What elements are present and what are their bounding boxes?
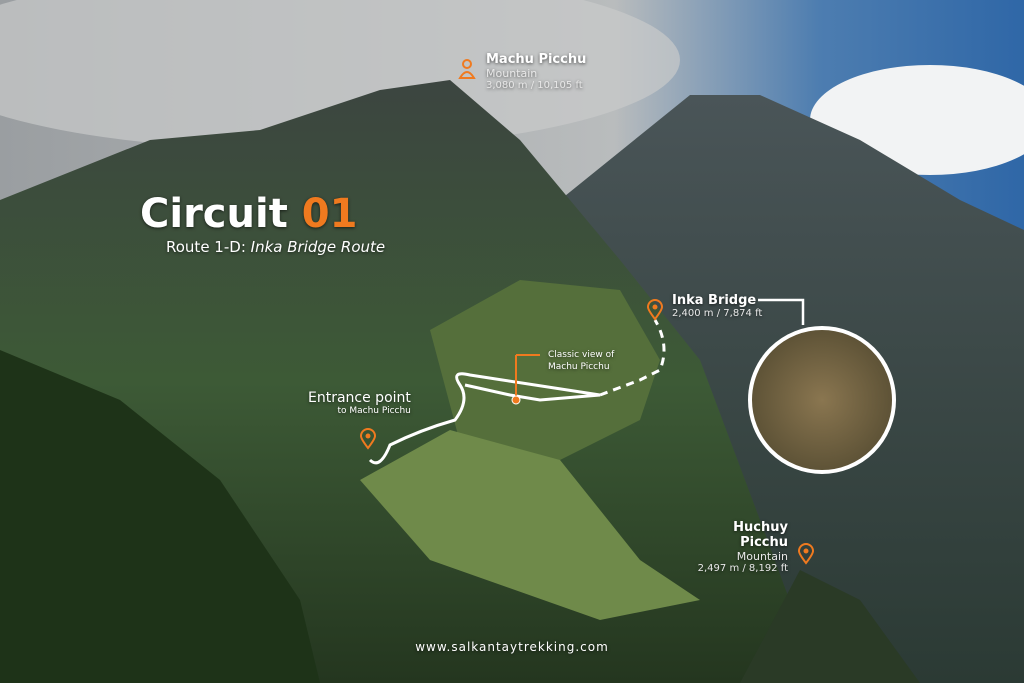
landmark-name: Inka Bridge xyxy=(672,293,757,308)
entrance-sub: to Machu Picchu xyxy=(337,406,411,416)
location-pin-icon xyxy=(797,543,815,565)
entrance-label: Entrance point to Machu Picchu xyxy=(308,390,411,416)
route-name: Inka Bridge Route xyxy=(250,238,386,256)
classic-view-line1: Classic view of xyxy=(548,350,615,360)
classic-view-line2: Machu Picchu xyxy=(548,362,610,372)
website-link[interactable]: www.salkantaytrekking.com xyxy=(415,640,609,654)
location-pin-icon xyxy=(359,428,377,450)
landmark-altitude: 2,400 m / 7,874 ft xyxy=(672,308,763,319)
location-pin-icon xyxy=(646,299,664,321)
circuit-title: Circuit 01 Route 1-D: Inka Bridge Route xyxy=(140,190,385,256)
landmark-altitude: 2,497 m / 8,192 ft xyxy=(697,563,788,574)
huchuy-picchu-label: Huchuy Picchu Mountain 2,497 m / 8,192 f… xyxy=(690,520,788,574)
landmark-type: Mountain xyxy=(736,550,788,563)
inka-bridge-label: Inka Bridge 2,400 m / 7,874 ft xyxy=(672,293,762,319)
landmark-type: Mountain xyxy=(486,67,538,80)
classic-view-label: Classic view of Machu Picchu xyxy=(548,349,614,373)
inka-bridge-photo-inset xyxy=(748,326,896,474)
person-pin-icon xyxy=(458,59,476,79)
route-label: Route 1-D: xyxy=(166,238,246,256)
circuit-number: 01 xyxy=(301,191,358,237)
landmark-name: Machu Picchu xyxy=(486,52,587,67)
machu-picchu-mountain-label: Machu Picchu Mountain 3,080 m / 10,105 f… xyxy=(486,52,586,91)
landmark-altitude: 3,080 m / 10,105 ft xyxy=(486,80,583,91)
circuit-prefix: Circuit xyxy=(140,191,288,237)
entrance-name: Entrance point xyxy=(308,390,411,406)
landmark-name: Huchuy Picchu xyxy=(733,520,788,550)
